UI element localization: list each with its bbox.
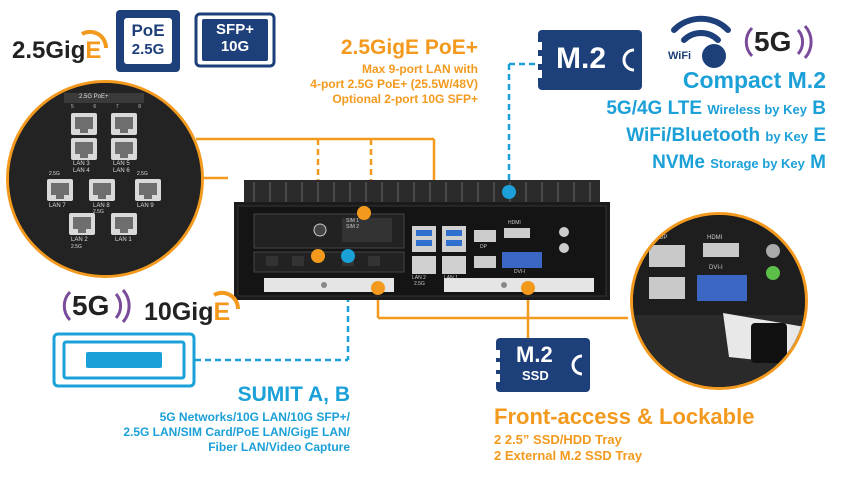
sumit-line-1: 5G Networks/10G LAN/10G SFP+/ bbox=[159, 410, 350, 424]
gige-logo-icon: 2.5GigE bbox=[12, 29, 109, 64]
fiveg-badge-left: 5G bbox=[56, 286, 136, 326]
port-num-8: 8 bbox=[138, 104, 141, 110]
lan-label-5: LAN 5 bbox=[113, 161, 130, 167]
wifi-badge: WiFi bbox=[668, 6, 734, 70]
poe-badge: PoE 2.5G bbox=[116, 10, 180, 72]
fiveg-label-top: 5G bbox=[754, 26, 792, 57]
gige25-logo: 2.5GigE bbox=[10, 29, 110, 69]
device-chassis bbox=[234, 180, 610, 300]
lan-label-4: LAN 4 bbox=[73, 168, 90, 174]
lan-ports-illustration bbox=[9, 83, 201, 275]
lan-zoom-panel: 2.5G PoE+ 5 6 7 8 LAN 3 LAN 4 LAN 5 LAN … bbox=[6, 80, 204, 278]
lan-label-9: LAN 9 bbox=[137, 203, 154, 209]
lan-label-8: LAN 8 bbox=[93, 203, 110, 209]
m2-ssd-icon bbox=[494, 338, 590, 392]
front-line-1: 2 2.5” SSD/HDD Tray bbox=[494, 432, 622, 447]
device-dp-label: DP bbox=[480, 244, 487, 250]
sim1-label: SIM 1 bbox=[346, 218, 360, 224]
sumit-title: SUMIT A, B bbox=[237, 383, 350, 406]
m2-row-1: 5G/4G LTE Wireless by Key B bbox=[606, 98, 826, 119]
sumit-line-2: 2.5G LAN/SIM Card/PoE LAN/GigE LAN/ bbox=[123, 425, 350, 439]
device-lan2-label: LAN 2 bbox=[412, 275, 426, 281]
sumit-card bbox=[52, 332, 196, 388]
device-dvi-label: DVI-I bbox=[514, 269, 526, 275]
lan-label-6: LAN 6 bbox=[113, 168, 130, 174]
lan-label-1: LAN 1 bbox=[115, 237, 132, 243]
front-line-2: 2 External M.2 SSD Tray bbox=[494, 448, 643, 463]
device-tag: 2.5G bbox=[414, 281, 425, 287]
sfp-badge: SFP+ 10G bbox=[194, 12, 276, 68]
sumit-block: SUMIT A, B 5G Networks/10G LAN/10G SFP+/… bbox=[20, 382, 350, 455]
zoom-dp-label: DP bbox=[659, 235, 668, 241]
device-front-panel: SIM 1 SIM 2 LAN 2 LAN 1 2.5G DP HDMI DVI… bbox=[234, 180, 610, 300]
poe-badge-speed: 2.5G bbox=[131, 41, 165, 58]
svg-text:10GigE: 10GigE bbox=[144, 298, 230, 326]
sumit-line-3: Fiber LAN/Video Capture bbox=[208, 440, 350, 454]
fiveg-left-signal-icon bbox=[62, 289, 131, 323]
port-num-6: 6 bbox=[93, 104, 97, 110]
poe-line-1: Max 9-port LAN with bbox=[362, 62, 478, 76]
m2-card-label: M.2 bbox=[556, 42, 607, 75]
poe-block: 2.5GigE PoE+ Max 9-port LAN with 4-port … bbox=[268, 36, 478, 107]
fiveg-signal-icon bbox=[744, 25, 813, 59]
wifi-label: WiFi bbox=[668, 50, 692, 62]
svg-text:2.5GigE: 2.5GigE bbox=[12, 37, 101, 64]
poe-badge-label: PoE bbox=[131, 21, 165, 40]
port-num-7: 7 bbox=[115, 104, 119, 110]
sim2-label: SIM 2 bbox=[346, 224, 360, 230]
lan-panel-header: 2.5G PoE+ bbox=[79, 94, 109, 100]
m2-block: Compact M.2 5G/4G LTE Wireless by Key B … bbox=[520, 66, 826, 177]
sfp-badge-label: SFP+ bbox=[216, 21, 254, 38]
sfp-module-icon bbox=[194, 12, 276, 68]
zoom-dvi-label: DVI-I bbox=[709, 265, 723, 271]
fiveg-badge-top: 5G bbox=[738, 22, 818, 62]
sfp-badge-speed: 10G bbox=[220, 38, 250, 55]
m2-ssd-card: M.2 SSD bbox=[494, 336, 592, 394]
m2-block-title: Compact M.2 bbox=[682, 67, 826, 93]
front-title: Front-access & Lockable bbox=[494, 404, 755, 429]
lan-label-3: LAN 3 bbox=[73, 161, 90, 167]
front-block: Front-access & Lockable 2 2.5” SSD/HDD T… bbox=[494, 404, 834, 464]
m2-ssd-sub: SSD bbox=[522, 368, 549, 383]
sumit-card-icon bbox=[52, 332, 196, 388]
port-num-5: 5 bbox=[71, 104, 74, 110]
poe-line-3: Optional 2-port 10G SFP+ bbox=[332, 92, 478, 106]
m2-row-3: NVMe Storage by Key M bbox=[652, 152, 826, 173]
device-lan1-label: LAN 1 bbox=[444, 275, 458, 281]
tray-zoom-panel: DP HDMI DVI-I bbox=[630, 212, 808, 390]
tray-lock-illustration bbox=[633, 215, 805, 387]
device-hdmi-label: HDMI bbox=[508, 220, 521, 226]
m2-row-2: WiFi/Bluetooth by Key E bbox=[626, 125, 826, 146]
gige10-logo-icon: 10GigE bbox=[144, 290, 241, 326]
m2-ssd-label: M.2 bbox=[516, 342, 553, 367]
lan-tag-1: 2.5G bbox=[49, 171, 60, 177]
lan-tag-3: 2.5G bbox=[71, 244, 82, 250]
m2-card: M.2 bbox=[536, 28, 644, 92]
lan-tag-2: 2.5G bbox=[137, 171, 148, 177]
wifi-icon bbox=[671, 15, 731, 68]
poe-line-2: 4-port 2.5G PoE+ (25.5W/48V) bbox=[310, 77, 478, 91]
lan-label-2: LAN 2 bbox=[71, 237, 88, 243]
lan-label-7: LAN 7 bbox=[49, 203, 66, 209]
fiveg-label-left: 5G bbox=[72, 290, 110, 321]
poe-title: 2.5GigE PoE+ bbox=[340, 36, 478, 59]
m2-card-icon bbox=[536, 30, 642, 90]
zoom-hdmi-label: HDMI bbox=[707, 235, 723, 241]
gige10-logo: 10GigE bbox=[142, 290, 242, 331]
lan-tag-4: 2.5G bbox=[93, 209, 104, 215]
